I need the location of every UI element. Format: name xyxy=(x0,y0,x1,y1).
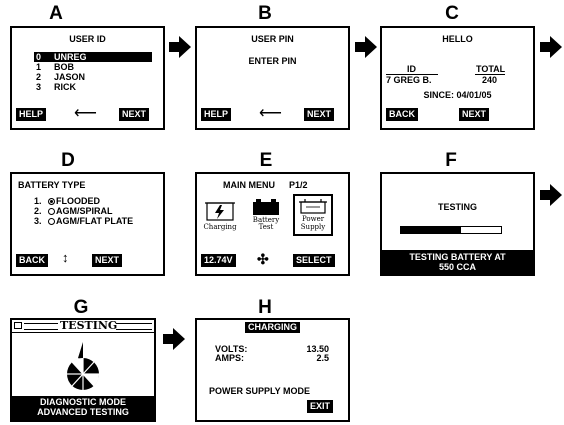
flow-arrow-icon xyxy=(540,184,562,206)
flow-arrow-icon xyxy=(355,36,377,58)
screen-title: USER PIN xyxy=(251,34,294,44)
status-line: TESTING BATTERY AT xyxy=(409,252,506,262)
title-rule-right xyxy=(116,323,152,330)
radio-selected-icon[interactable] xyxy=(48,198,55,205)
title-bar: TESTING xyxy=(12,320,154,333)
panel-label-d: D xyxy=(61,150,75,171)
option-num: 2. xyxy=(34,206,42,216)
status-banner: TESTING BATTERY AT 550 CCA xyxy=(382,250,533,274)
next-button[interactable]: NEXT xyxy=(304,108,335,121)
screen-battery-type: BATTERY TYPE 1. FLOODED 2. AGM/SPIRAL 3.… xyxy=(10,172,165,276)
battery-icon xyxy=(253,199,279,215)
menu-label: Battery Test xyxy=(252,216,280,231)
next-button[interactable]: NEXT xyxy=(459,108,490,121)
user-name[interactable]: BOB xyxy=(54,62,74,72)
back-arrow-icon[interactable]: ⟵ xyxy=(74,105,97,122)
option-agm-spiral[interactable]: AGM/SPIRAL xyxy=(48,206,113,216)
selected-row-highlight xyxy=(34,52,152,62)
since-date: SINCE: 04/01/05 xyxy=(423,90,492,100)
menu-item-battery-test[interactable]: Battery Test xyxy=(249,198,283,234)
screen-title: BATTERY TYPE xyxy=(18,180,86,190)
voltage-readout: 12.74V xyxy=(201,254,236,267)
up-down-arrow-icon[interactable]: ↕ xyxy=(62,250,69,265)
panel-label-a: A xyxy=(49,3,63,24)
user-id-value: 7 GREG B. xyxy=(386,75,432,85)
page-indicator: P1/2 xyxy=(289,180,308,190)
back-button[interactable]: BACK xyxy=(386,108,418,121)
screen-charging: CHARGING VOLTS: 13.50 AMPS: 2.5 POWER SU… xyxy=(195,318,350,422)
divider xyxy=(386,74,438,75)
help-button[interactable]: HELP xyxy=(201,108,232,121)
radio-icon[interactable] xyxy=(48,218,55,225)
option-flooded[interactable]: FLOODED xyxy=(48,196,100,206)
screen-title: MAIN MENU xyxy=(223,180,275,190)
screen-title: USER ID xyxy=(69,34,106,44)
panel-label-f: F xyxy=(445,150,457,171)
total-value: 240 xyxy=(482,75,498,85)
mode-label: POWER SUPPLY MODE xyxy=(209,386,311,396)
spinning-wheel-icon xyxy=(67,342,100,390)
charging-icon xyxy=(205,202,235,221)
footer-line: DIAGNOSTIC MODE xyxy=(39,397,126,407)
panel-label-g: G xyxy=(73,297,89,318)
radio-icon[interactable] xyxy=(48,208,55,215)
user-name[interactable]: JASON xyxy=(54,72,86,82)
total-header: TOTAL xyxy=(476,64,506,74)
option-num: 1. xyxy=(34,196,42,206)
screen-user-id: USER ID 0 UNREG 1 BOB 2 JASON 3 RICK HEL… xyxy=(10,26,165,130)
progress-bar xyxy=(400,226,502,234)
menu-item-power-supply[interactable]: Power Supply xyxy=(293,194,333,236)
panel-label-h: H xyxy=(258,297,272,318)
screen-user-pin: USER PIN ENTER PIN HELP ⟵ NEXT xyxy=(195,26,350,130)
screen-title: CHARGING xyxy=(245,322,300,333)
id-header: ID xyxy=(407,64,416,74)
user-num[interactable]: 0 xyxy=(36,52,42,62)
screen-title: TESTING xyxy=(437,202,477,212)
volts-label: VOLTS: xyxy=(215,344,248,354)
volts-value: 13.50 xyxy=(306,344,329,354)
progress-fill xyxy=(401,227,461,233)
user-name[interactable]: RICK xyxy=(54,82,76,92)
back-arrow-icon[interactable]: ⟵ xyxy=(259,105,282,122)
panel-label-c: C xyxy=(445,3,459,24)
user-name[interactable]: UNREG xyxy=(54,52,87,62)
screen-testing: TESTING TESTING BATTERY AT 550 CCA xyxy=(380,172,535,276)
screen-diagnostic: TESTING DIAGNOSTIC MODE ADVANCED TESTING xyxy=(10,318,156,422)
user-num[interactable]: 1 xyxy=(36,62,42,72)
amps-value: 2.5 xyxy=(316,353,329,363)
option-agm-flat-plate[interactable]: AGM/FLAT PLATE xyxy=(48,216,133,226)
help-button[interactable]: HELP xyxy=(16,108,47,121)
footer-line: ADVANCED TESTING xyxy=(37,407,129,417)
user-num[interactable]: 2 xyxy=(36,72,42,82)
status-box-icon xyxy=(14,322,22,329)
panel-label-e: E xyxy=(259,150,273,171)
flow-arrow-icon xyxy=(163,328,185,350)
back-button[interactable]: BACK xyxy=(16,254,48,267)
flow-arrow-icon xyxy=(540,36,562,58)
screen-main-menu: MAIN MENU P1/2 Charging Battery Test Pow… xyxy=(195,172,350,276)
four-way-nav-icon[interactable]: ✣ xyxy=(257,251,269,267)
menu-label: Charging xyxy=(203,223,237,231)
user-num[interactable]: 3 xyxy=(36,82,42,92)
menu-item-charging[interactable]: Charging xyxy=(203,198,237,234)
exit-button[interactable]: EXIT xyxy=(307,400,334,413)
flow-arrow-icon xyxy=(169,36,191,58)
screen-title: TESTING xyxy=(60,319,118,332)
select-button[interactable]: SELECT xyxy=(293,254,335,267)
next-button[interactable]: NEXT xyxy=(119,108,150,121)
divider xyxy=(475,74,505,75)
pin-prompt: ENTER PIN xyxy=(248,56,297,66)
option-num: 3. xyxy=(34,216,42,226)
amps-label: AMPS: xyxy=(215,353,244,363)
screen-hello: HELLO ID TOTAL 7 GREG B. 240 SINCE: 04/0… xyxy=(380,26,535,130)
title-rule-left xyxy=(24,323,58,330)
status-line: 550 CCA xyxy=(438,262,476,272)
menu-label: Power Supply xyxy=(300,215,326,231)
next-button[interactable]: NEXT xyxy=(92,254,123,267)
power-supply-icon xyxy=(299,199,327,214)
screen-title: HELLO xyxy=(442,34,473,44)
panel-label-b: B xyxy=(258,3,272,24)
